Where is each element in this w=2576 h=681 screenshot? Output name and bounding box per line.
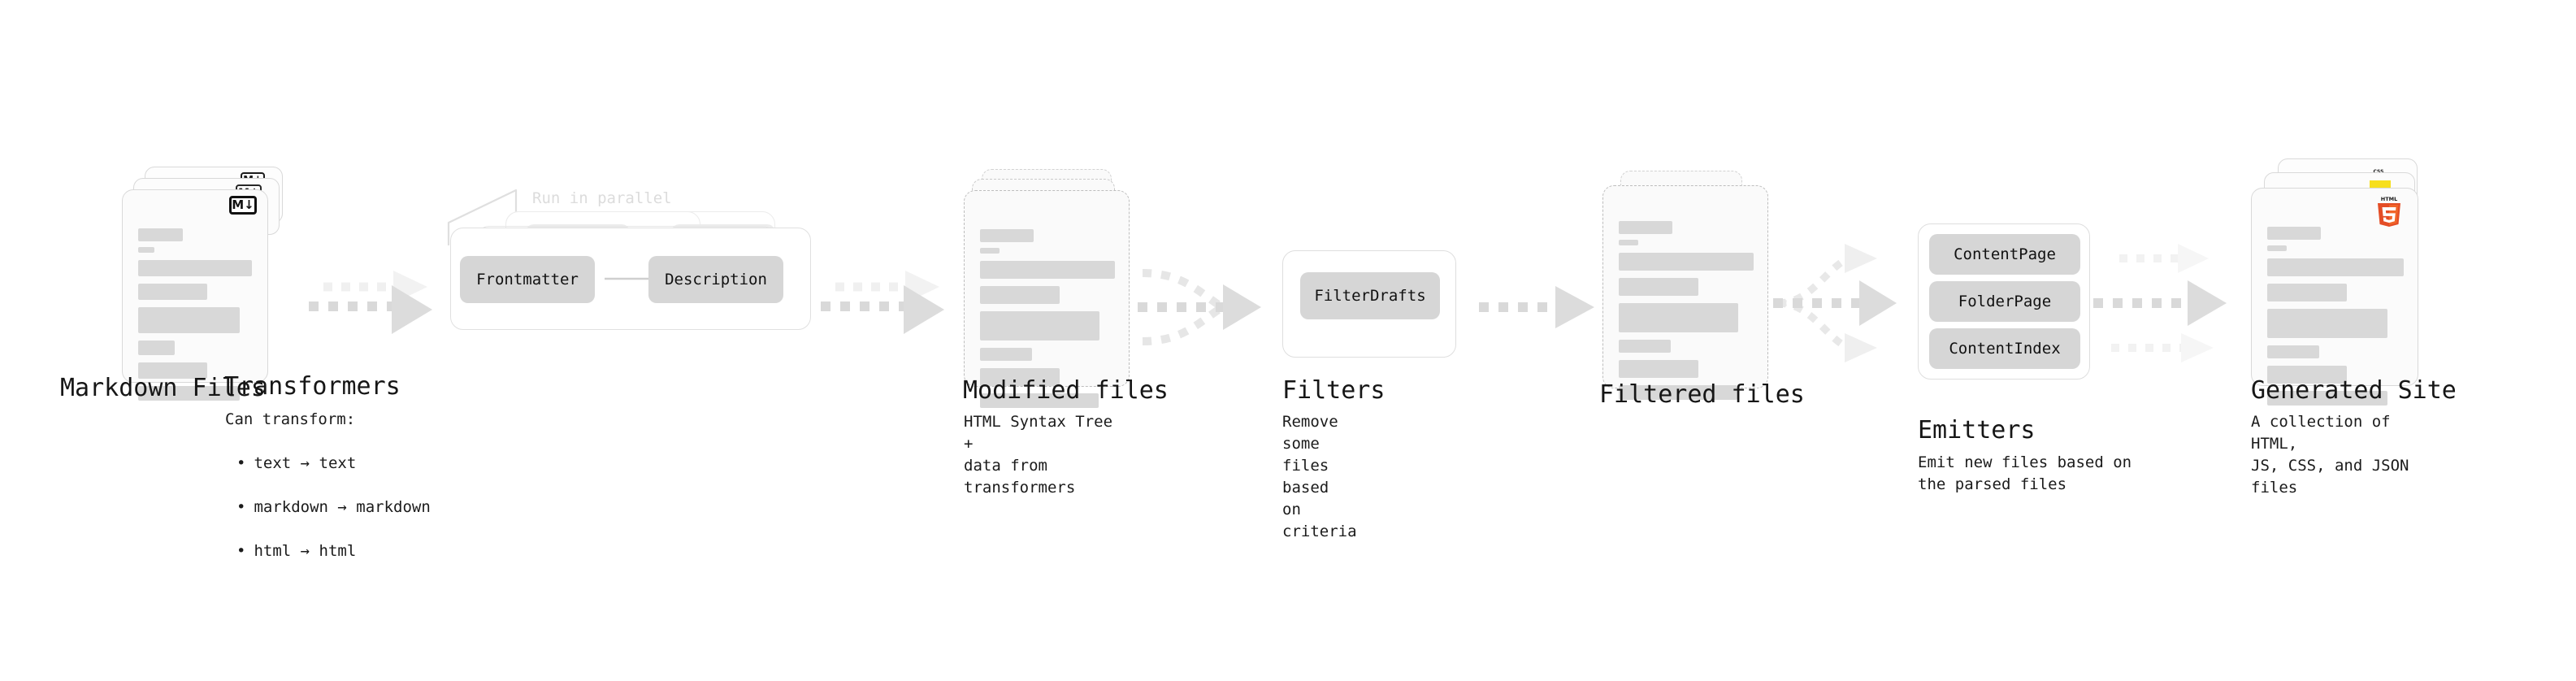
transformers-bullet: text → text <box>236 453 431 475</box>
content-line <box>980 248 1000 254</box>
stage-title-filtered-files: Filtered files <box>1599 380 1805 409</box>
content-line <box>1619 240 1638 245</box>
content-line <box>138 228 183 241</box>
modified-files-desc: HTML Syntax Tree + data from transformer… <box>964 413 1113 497</box>
markdown-badge-icon: M↓ <box>229 196 257 215</box>
flow-arrow-transformers-to-modified <box>821 264 951 357</box>
transformers-bullet: html → html <box>236 540 431 562</box>
stage-generated-site: CSS HTML <box>2251 158 2457 497</box>
content-line <box>138 260 252 276</box>
content-line <box>138 386 240 401</box>
emitter-chip-folderpage[interactable]: FolderPage <box>1929 281 2080 322</box>
transformers-desc-intro: Can transform: <box>225 410 356 428</box>
stage-title-markdown-files: Markdown Files <box>60 374 266 402</box>
emitters-desc: Emit new files based on the parsed files <box>1918 453 2132 493</box>
transformer-node-frontmatter[interactable]: Frontmatter <box>460 256 595 303</box>
content-line <box>138 340 175 355</box>
content-line <box>2267 391 2387 406</box>
filters-desc: Remove some files based on criteria <box>1282 413 1357 540</box>
content-line <box>980 311 1099 340</box>
stage-title-transformers: Transformers <box>224 372 401 401</box>
transformers-bullet: markdown → markdown <box>236 497 430 518</box>
content-line <box>980 348 1032 361</box>
content-line <box>1619 340 1671 353</box>
modified-file-stack <box>964 169 1130 408</box>
modified-card-content <box>980 229 1115 415</box>
markdown-file-stack: M↓ M↓ M↓ <box>122 167 293 402</box>
flow-arrow-emitters-to-site <box>2093 234 2240 375</box>
site-card-content <box>2267 227 2405 413</box>
filtered-card-content <box>1619 221 1754 407</box>
filter-chip-filterdrafts[interactable]: FilterDrafts <box>1300 272 1440 319</box>
stage-title-filters: Filters <box>1282 376 1386 405</box>
content-line <box>1619 360 1698 378</box>
emitter-chip-contentindex[interactable]: ContentIndex <box>1929 328 2080 369</box>
content-line <box>138 247 154 253</box>
filtered-file-stack <box>1602 171 1768 407</box>
content-line <box>2267 258 2404 276</box>
content-line <box>138 307 240 333</box>
content-line <box>2267 345 2319 358</box>
run-in-parallel-bracket <box>447 185 561 254</box>
emitter-chip-contentpage[interactable]: ContentPage <box>1929 234 2080 275</box>
content-line <box>2267 245 2287 251</box>
content-line <box>2267 309 2387 338</box>
stage-title-emitters: Emitters <box>1918 416 2036 445</box>
flow-arrow-modified-to-filters <box>1138 260 1272 361</box>
flow-arrow-markdown-to-transformers <box>309 264 439 357</box>
content-line <box>1619 253 1754 271</box>
transformers-bullet-list: text → text markdown → markdown html → h… <box>236 431 431 584</box>
stage-modified-files: Modified files HTML Syntax Tree + data f… <box>963 169 1169 497</box>
stage-filtered-files: Filtered files <box>1599 171 1805 409</box>
content-line <box>1619 278 1698 296</box>
content-line <box>980 393 1099 408</box>
content-line <box>1619 221 1672 234</box>
content-line <box>138 284 207 300</box>
flow-arrow-filtered-to-emitters <box>1773 234 1911 375</box>
content-line <box>2267 227 2321 240</box>
stage-title-generated-site: Generated Site <box>2251 376 2457 405</box>
svg-text:HTML: HTML <box>2381 196 2397 202</box>
content-line <box>980 229 1034 242</box>
run-in-parallel-label: Run in parallel <box>532 189 672 207</box>
svg-text:CSS: CSS <box>2374 169 2384 175</box>
content-line <box>2267 366 2347 384</box>
generated-site-stack: CSS HTML <box>2251 158 2430 406</box>
content-line <box>980 286 1060 304</box>
flow-arrow-filters-to-filtered <box>1479 283 1601 335</box>
content-line <box>1619 303 1738 332</box>
content-line <box>2267 284 2347 301</box>
content-line <box>1619 385 1737 400</box>
html5-badge-icon: HTML <box>2374 194 2404 230</box>
generated-site-desc: A collection of HTML, JS, CSS, and JSON … <box>2251 413 2409 497</box>
content-line <box>980 368 1060 386</box>
content-line <box>980 261 1115 279</box>
stage-title-modified-files: Modified files <box>963 376 1169 405</box>
content-line <box>138 362 207 379</box>
transformer-node-description[interactable]: Description <box>648 256 783 303</box>
markdown-card-content <box>138 228 252 408</box>
stage-markdown-files: M↓ M↓ M↓ Markdown Files <box>60 167 293 402</box>
